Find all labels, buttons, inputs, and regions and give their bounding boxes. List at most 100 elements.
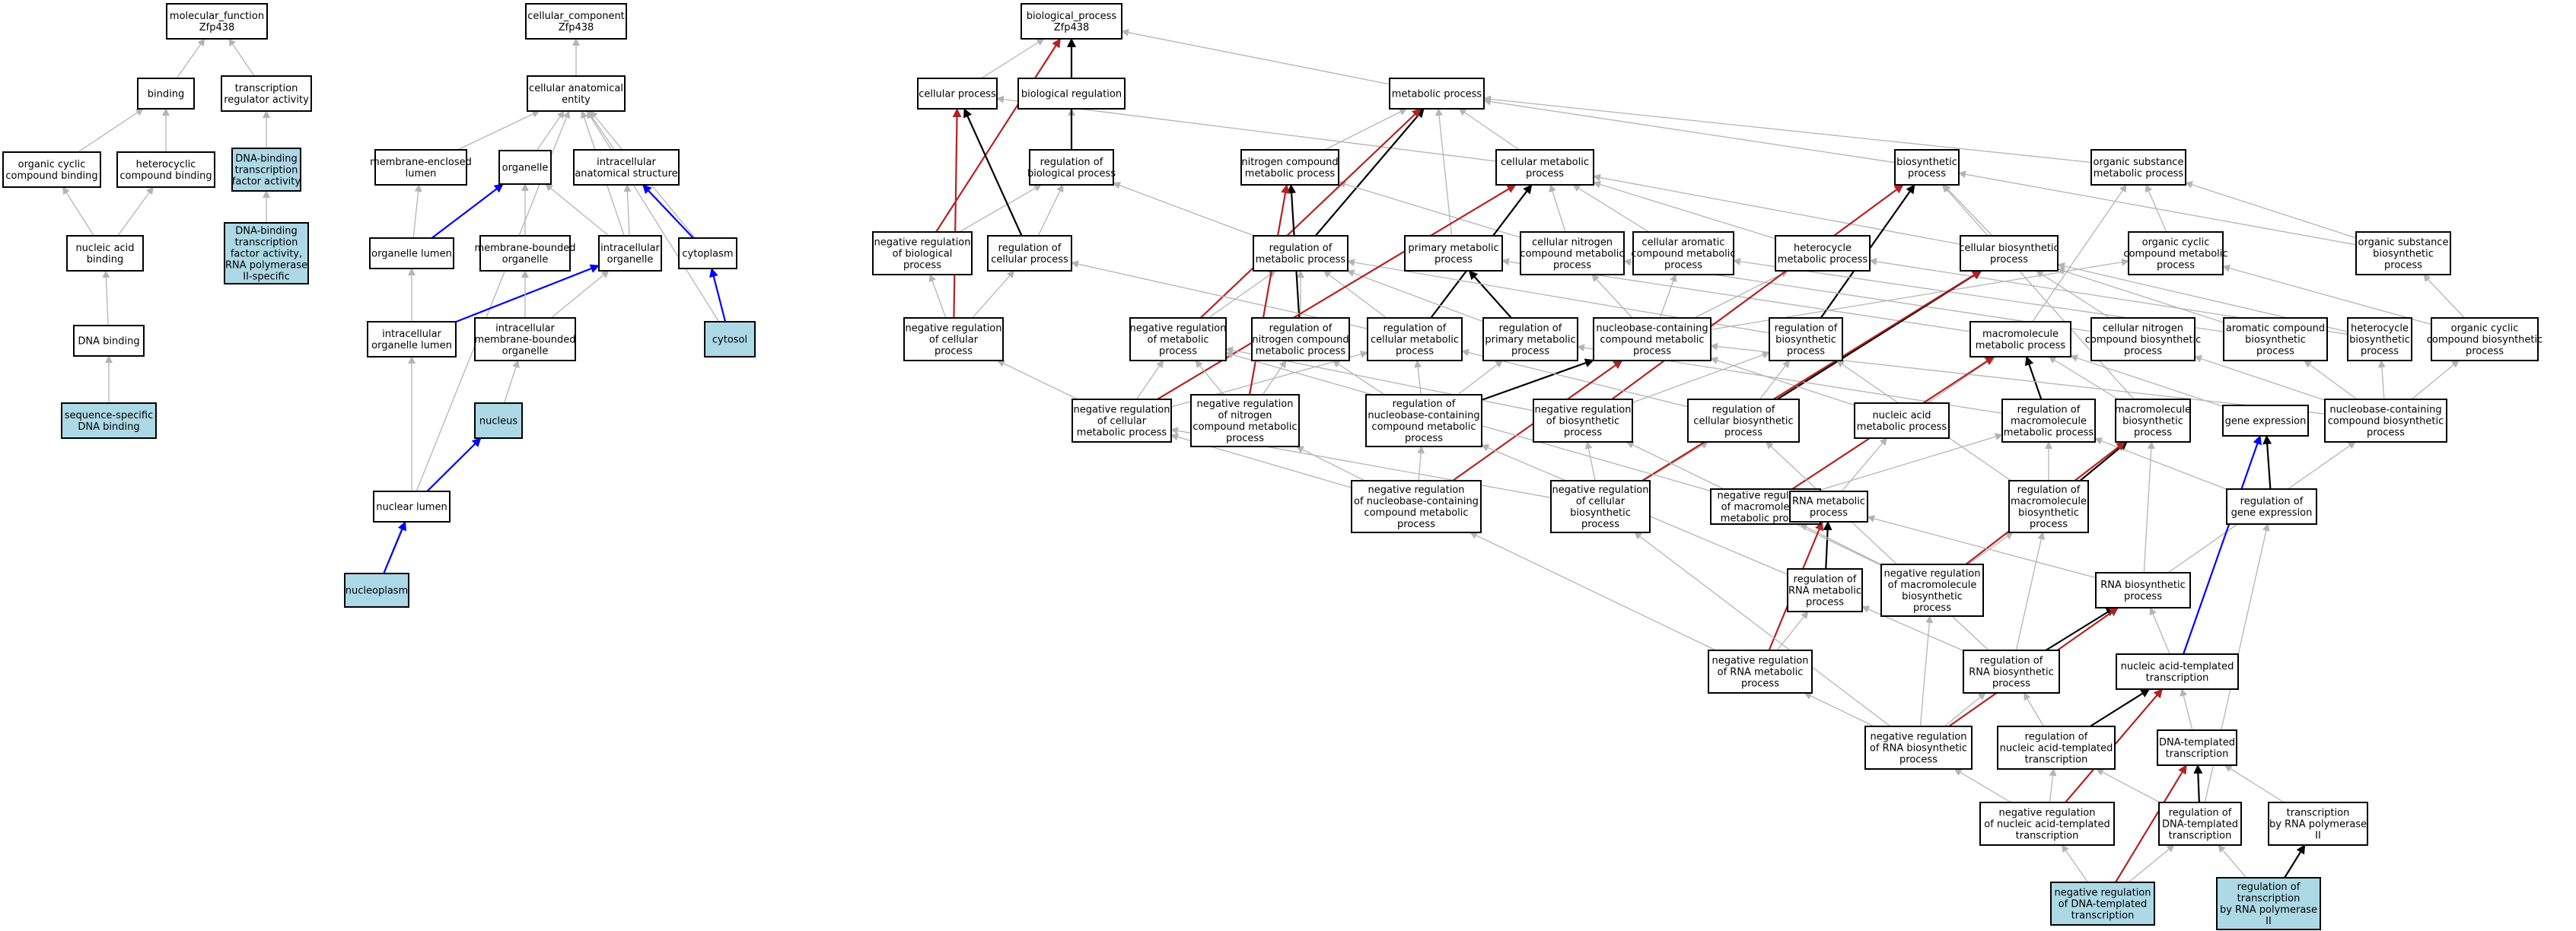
go-term-node-org-lumen[interactable]: organelle lumen (369, 237, 454, 269)
node-label-line: process (2134, 427, 2172, 439)
node-label-line: molecular_function (170, 11, 264, 22)
go-term-node-reg-macro-biosyn[interactable]: regulation ofmacromoleculebiosyntheticpr… (2008, 480, 2089, 533)
node-label-line: membrane-bounded (474, 243, 575, 254)
go-term-node-gene-expr[interactable]: gene expression (2222, 405, 2309, 437)
edge-is-a (1572, 184, 1650, 233)
node-label-line: membrane-bounded (474, 335, 575, 346)
node-label-line: process (1553, 260, 1591, 272)
go-term-node-reg-nb-met[interactable]: regulation ofnucleobase-containingcompou… (1365, 394, 1482, 447)
go-term-node-nucleus[interactable]: nucleus (474, 402, 523, 439)
node-label-line: macromolecule (2011, 416, 2087, 427)
go-term-node-organelle[interactable]: organelle (498, 150, 552, 185)
go-term-node-binding[interactable]: binding (137, 78, 195, 110)
go-term-node-bio-reg[interactable]: biological regulation (1017, 78, 1126, 110)
go-term-node-cytosol[interactable]: cytosol (704, 321, 756, 357)
go-term-node-nucleoplasm[interactable]: nucleoplasm (344, 573, 409, 608)
node-box (2355, 231, 2451, 275)
go-term-node-cytoplasm[interactable]: cytoplasm (678, 237, 737, 269)
node-label-line: sequence-specific (65, 410, 153, 421)
go-term-node-cell-proc[interactable]: cellular process (917, 78, 998, 110)
edge-is-a (1591, 274, 1633, 319)
go-term-node-met-proc[interactable]: metabolic process (1389, 78, 1485, 110)
go-term-node-dna-bind[interactable]: DNA binding (73, 325, 145, 357)
node-label-line: cytoplasm (682, 249, 733, 260)
edge-is-a (1121, 28, 1390, 85)
go-term-node-nuc-lumen[interactable]: nuclear lumen (373, 491, 451, 523)
node-box (2216, 877, 2321, 930)
